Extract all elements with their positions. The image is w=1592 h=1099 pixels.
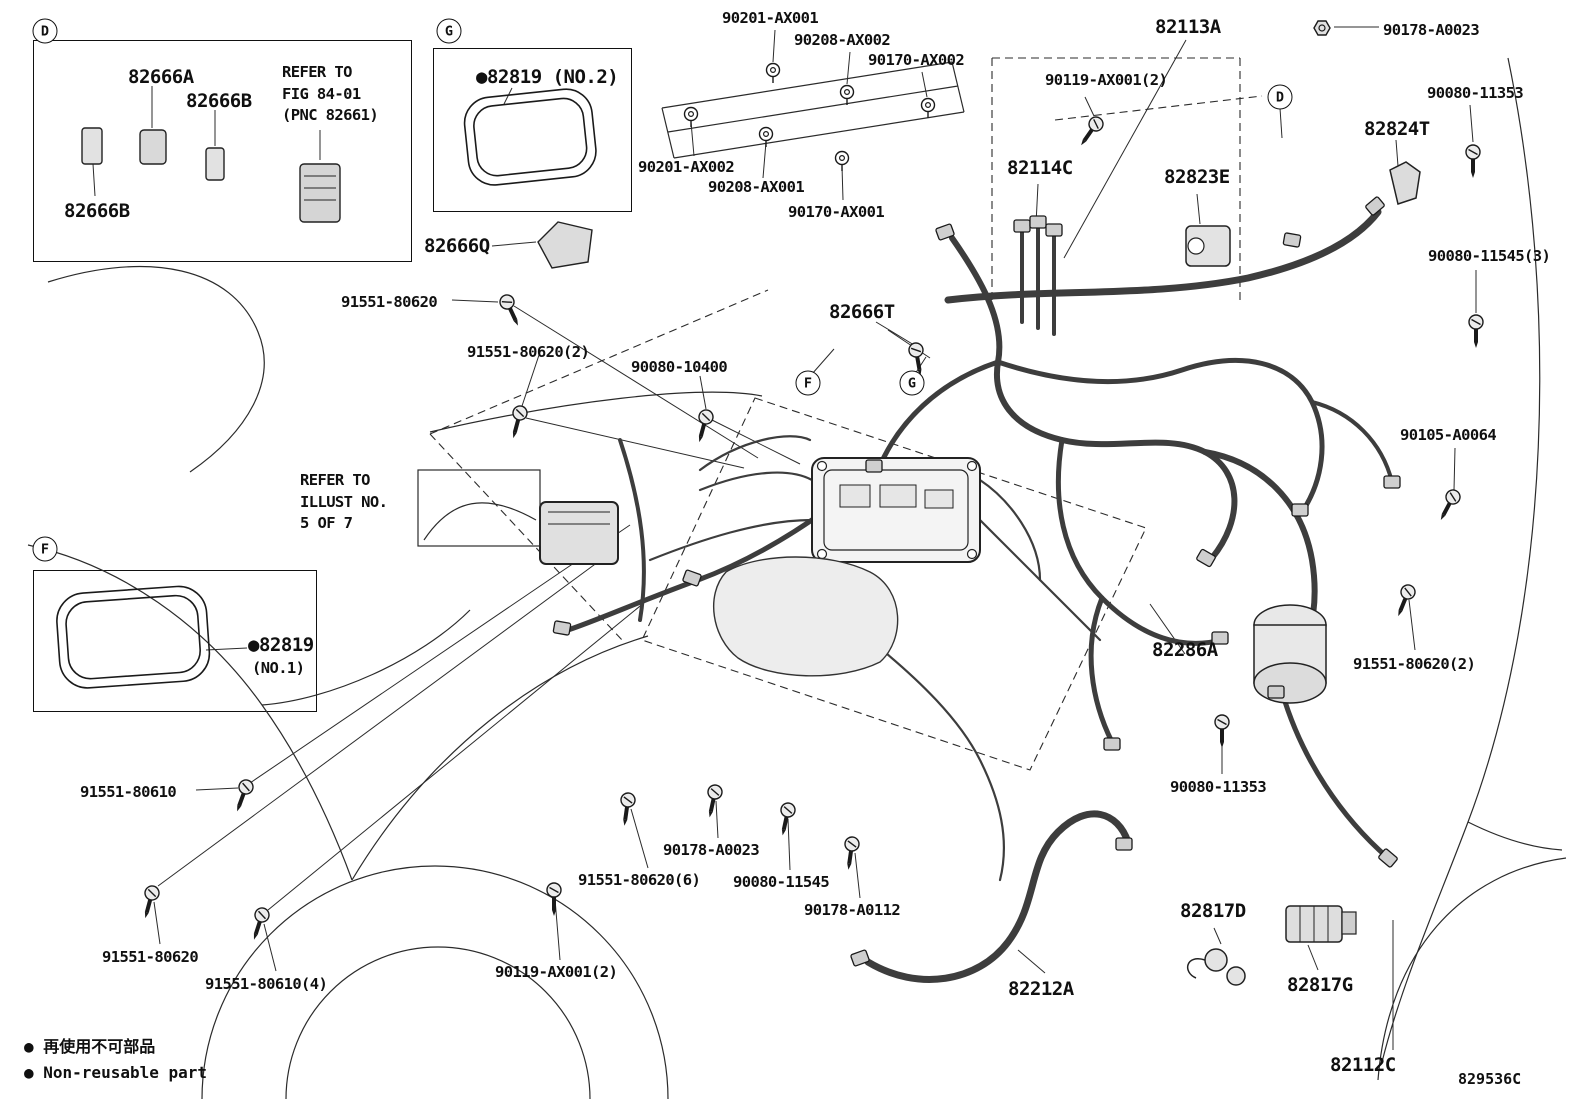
part-number-label: 82666B: [186, 90, 252, 112]
construction-lines: [429, 57, 1263, 771]
part-number-label: 91551-80610: [80, 783, 177, 801]
part-number-label: 82824T: [1364, 118, 1430, 140]
part-number-label: 82817G: [1287, 974, 1353, 996]
legend-line-ja: ● 再使用不可部品: [24, 1037, 156, 1056]
part-number-label: 90208-AX001: [708, 178, 805, 196]
callout-g: G: [899, 370, 925, 396]
part-number-label: 91551-80610(4): [205, 975, 328, 993]
part-number-label: 91551-80620(2): [467, 343, 590, 361]
part-number-label: 90178-A0023: [1383, 21, 1480, 39]
part-number-label: 91551-80620(2): [1353, 655, 1476, 673]
part-number-label: 91551-80620(6): [578, 871, 701, 889]
part-number-label: 90178-A0112: [804, 901, 901, 919]
part-number-label: 90105-A0064: [1400, 426, 1497, 444]
part-number-label: 90080-11353: [1170, 778, 1267, 796]
callout-g: G: [436, 18, 462, 44]
part-number-label: 82113A: [1155, 16, 1221, 38]
part-number-label: 90208-AX002: [794, 31, 891, 49]
part-number-label: 82823E: [1164, 166, 1230, 188]
callout-f: F: [795, 370, 821, 396]
part-number-label: ●82819: [248, 634, 314, 656]
part-number-label: 82286A: [1152, 639, 1218, 661]
part-number-label: 90119-AX001(2): [495, 963, 618, 981]
part-number-label: 82212A: [1008, 978, 1074, 1000]
note-refer-illust-5-of-7: REFER TO ILLUST NO. 5 OF 7: [300, 471, 388, 533]
callout-d: D: [32, 18, 58, 44]
callout-d: D: [1267, 84, 1293, 110]
part-number-label: 90170-AX002: [868, 51, 965, 69]
callout-f: F: [32, 536, 58, 562]
part-number-label: 91551-80620: [102, 948, 199, 966]
part-drawings: [56, 88, 1421, 986]
part-number-label: 82112C: [1330, 1054, 1396, 1076]
legend: ● 再使用不可部品 ● Non-reusable part: [24, 1034, 207, 1087]
part-number-label: 82666T: [829, 301, 895, 323]
part-number-label: 91551-80620: [341, 293, 438, 311]
drawing-number: 829536C: [1458, 1070, 1522, 1088]
legend-line-en: ● Non-reusable part: [24, 1063, 208, 1083]
note-refer-fig-84-01: REFER TO FIG 84-01 (PNC 82661): [282, 63, 379, 125]
part-number-label: 90119-AX001(2): [1045, 71, 1168, 89]
leader-lines: [92, 26, 1477, 1050]
part-number-label: 90201-AX001: [722, 9, 819, 27]
part-number-label: 82666A: [128, 66, 194, 88]
part-number-label: 82666Q: [424, 235, 490, 257]
car-body-outline: [27, 57, 1567, 1099]
part-number-label: 90170-AX001: [788, 203, 885, 221]
part-number-label: 90201-AX002: [638, 158, 735, 176]
inset-box-g: [433, 48, 632, 212]
part-number-label: 90178-A0023: [663, 841, 760, 859]
wiring-harness: [565, 208, 1394, 983]
part-number-label: 90080-11353: [1427, 84, 1524, 102]
part-number-label: 82817D: [1180, 900, 1246, 922]
part-number-label: 82114C: [1007, 157, 1073, 179]
part-number-label: 90080-11545: [733, 873, 830, 891]
part-number-label: 90080-11545(3): [1428, 247, 1551, 265]
part-number-label: 82666B: [64, 200, 130, 222]
part-number-label: (NO.1): [252, 659, 305, 677]
part-number-label: 90080-10400: [631, 358, 728, 376]
part-number-label: ●82819 (NO.2): [476, 66, 619, 88]
